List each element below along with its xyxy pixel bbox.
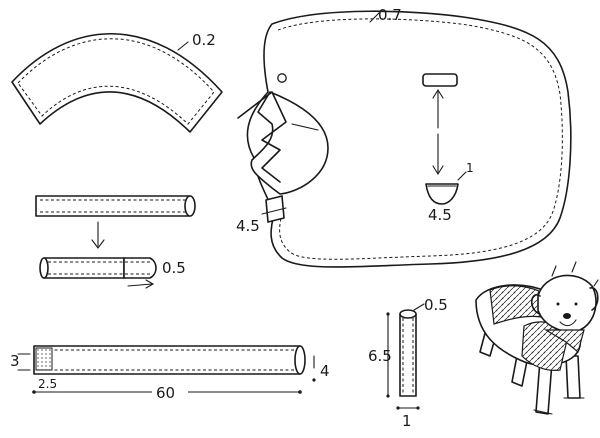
long-strip: 3 2.5 60 4 xyxy=(10,345,330,402)
turned-tube: 0.5 xyxy=(39,257,186,289)
tube-seam-label: 0.5 xyxy=(162,259,186,277)
strap-width-label: 4.5 xyxy=(236,217,260,235)
small-tube-width-label: 1 xyxy=(402,412,412,430)
tube-piece xyxy=(35,195,196,217)
body-leader-line xyxy=(369,11,381,23)
right-arrow-icon xyxy=(127,279,155,289)
dog-head xyxy=(537,274,597,333)
strip-patch xyxy=(35,347,53,371)
up-arrow-icon xyxy=(432,88,444,129)
strip-side-label: 4 xyxy=(320,362,330,380)
loop-width-label: 4.5 xyxy=(428,206,452,224)
loop-piece xyxy=(425,183,459,205)
small-tube-height-label: 6.5 xyxy=(368,347,392,365)
strip-length-label: 60 xyxy=(156,384,175,402)
down-arrow-icon xyxy=(91,221,105,249)
body-flap xyxy=(250,91,329,195)
strip-end-label: 2.5 xyxy=(38,377,57,391)
body-piece: 0.7 1 4.5 4.5 xyxy=(236,6,572,268)
down-arrow-icon xyxy=(432,133,444,176)
body-seam-label: 0.7 xyxy=(378,6,402,24)
small-tube: 0.5 6.5 1 xyxy=(368,296,448,430)
collar-leader-line xyxy=(177,41,189,51)
loop-size-label: 1 xyxy=(466,161,474,175)
strip-height-label: 3 xyxy=(10,352,20,370)
bottom-tab xyxy=(265,195,285,223)
strap-piece xyxy=(422,73,458,87)
button-hole xyxy=(277,73,287,83)
collar-seam-label: 0.2 xyxy=(192,31,216,49)
collar-piece: 0.2 xyxy=(11,31,223,133)
small-tube-seam-label: 0.5 xyxy=(424,296,448,314)
dog-illustration xyxy=(475,261,599,415)
